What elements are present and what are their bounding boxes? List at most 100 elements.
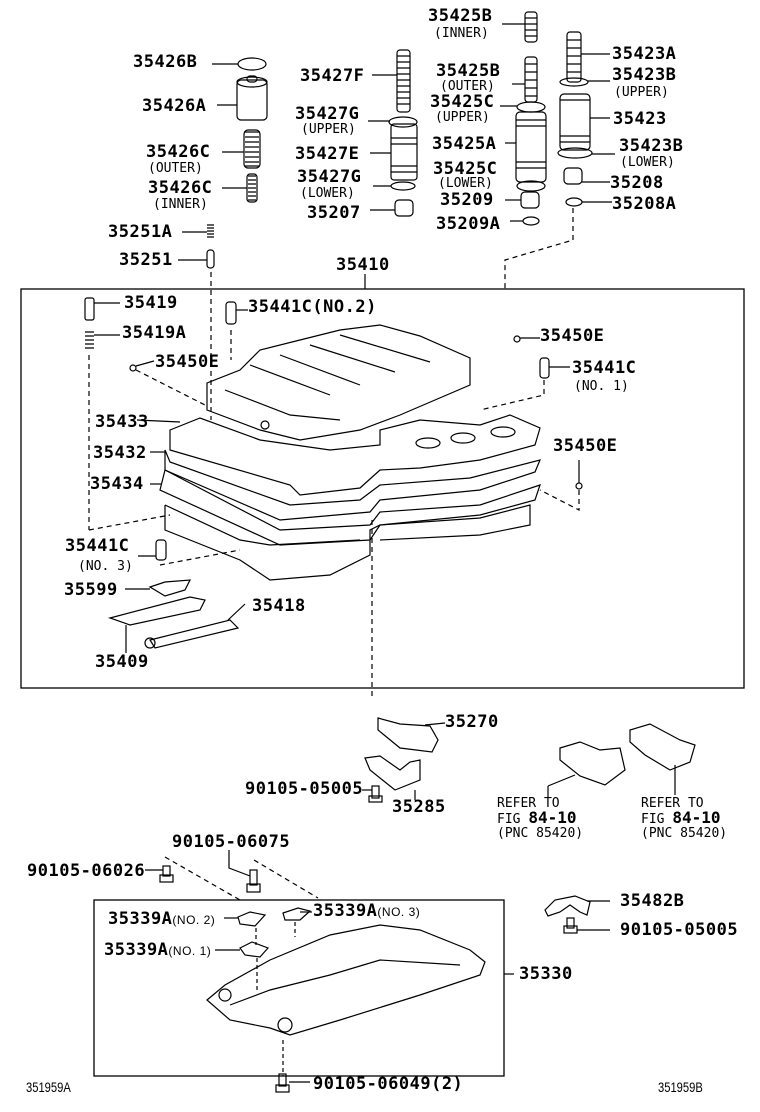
- part-label[interactable]: 35427F: [300, 66, 365, 86]
- part-label[interactable]: 35209A: [436, 214, 501, 234]
- part-label[interactable]: 35450E: [155, 352, 220, 372]
- part-label[interactable]: 35450E: [553, 436, 618, 456]
- part-number: 35339A: [313, 901, 378, 921]
- part-label[interactable]: 35425A: [432, 134, 497, 154]
- sleeve-35423-icon: [557, 31, 615, 159]
- plug-35208-icon: [504, 167, 612, 289]
- part-note: (UPPER): [614, 85, 669, 100]
- pin-35441c-no2-icon: [225, 301, 248, 360]
- piston-35426a-icon: [217, 75, 268, 121]
- part-label[interactable]: 35339A(NO. 2): [108, 910, 215, 929]
- reference-pnc: (PNC 85420): [641, 826, 728, 841]
- reference-line: REFER TO: [497, 796, 560, 811]
- part-label[interactable]: 35425C: [430, 92, 495, 112]
- part-number: 35339A: [104, 940, 169, 960]
- upper-valve-body-icon: [206, 324, 471, 441]
- part-note: (LOWER): [300, 186, 355, 201]
- bolt-90105-06026-icon: [145, 856, 241, 901]
- plate-35599-icon: [125, 579, 192, 597]
- part-label[interactable]: 35432: [93, 443, 147, 463]
- part-label[interactable]: 35419: [124, 293, 178, 313]
- part-note: (OUTER): [148, 161, 203, 176]
- part-label[interactable]: 35339A(NO. 1): [104, 941, 211, 960]
- part-label[interactable]: 35441C: [65, 536, 130, 556]
- part-label[interactable]: 35423A: [612, 44, 677, 64]
- part-label[interactable]: 35441C: [572, 358, 637, 378]
- clip-35482b-icon: [544, 895, 610, 917]
- oil-strainer-35330-icon: [206, 924, 486, 1076]
- plate-35339a-no2-icon: [224, 911, 267, 945]
- part-label[interactable]: 35433: [95, 412, 149, 432]
- part-label[interactable]: 35409: [95, 652, 149, 672]
- part-note: (NO. 3): [78, 559, 133, 574]
- ball-35450e-left-icon: [129, 360, 206, 406]
- part-label[interactable]: 35482B: [620, 891, 685, 911]
- part-note: (OUTER): [440, 79, 495, 94]
- part-label[interactable]: 35434: [90, 474, 144, 494]
- part-label[interactable]: 35339A(NO. 3): [313, 902, 420, 921]
- part-label[interactable]: 35423: [613, 109, 667, 129]
- figure-id-right: 351959B: [658, 1079, 703, 1095]
- part-label[interactable]: 35207: [307, 203, 361, 223]
- part-label[interactable]: 35251A: [108, 222, 173, 242]
- part-label[interactable]: 35423B: [612, 65, 677, 85]
- part-label[interactable]: 35426A: [142, 96, 207, 116]
- part-label[interactable]: 90105-06075: [172, 832, 291, 852]
- part-label[interactable]: 35450E: [540, 326, 605, 346]
- spring-outer-icon: [222, 129, 261, 169]
- part-note: (NO. 2): [172, 913, 216, 927]
- part-label[interactable]: 35427E: [295, 144, 360, 164]
- part-label[interactable]: 35418: [252, 596, 306, 616]
- part-label[interactable]: 35425C: [433, 159, 498, 179]
- bolt-35419-icon: [84, 297, 120, 321]
- part-label[interactable]: 35209: [440, 190, 494, 210]
- part-note: (LOWER): [438, 176, 493, 191]
- spring-35251a-icon: [182, 224, 214, 238]
- reference-line: REFER TO: [641, 796, 704, 811]
- part-label[interactable]: 35425B: [428, 6, 493, 26]
- part-label[interactable]: 90105-05005: [245, 779, 364, 799]
- part-label[interactable]: 35441C(NO.2): [248, 297, 377, 317]
- part-label[interactable]: 90105-06049(2): [313, 1074, 464, 1094]
- part-label[interactable]: 35285: [392, 797, 446, 817]
- part-label[interactable]: 90105-06026: [27, 861, 146, 881]
- part-label[interactable]: 35427G: [295, 104, 360, 124]
- part-note: (LOWER): [620, 155, 675, 170]
- sleeve-35427e-icon: [368, 116, 418, 191]
- part-label[interactable]: 35427G: [297, 167, 362, 187]
- part-label[interactable]: 35426C: [148, 178, 213, 198]
- part-number: 35339A: [108, 909, 173, 929]
- part-label[interactable]: 35208A: [612, 194, 677, 214]
- reference-fig-prefix: FIG: [641, 812, 665, 827]
- part-label[interactable]: 35599: [64, 580, 118, 600]
- part-label[interactable]: 35270: [445, 712, 499, 732]
- part-label[interactable]: 35330: [519, 964, 573, 984]
- solenoid-reference-left-icon: [547, 741, 626, 798]
- assembly-label[interactable]: 35410: [336, 255, 390, 275]
- pin-35441c-no3-icon: [138, 539, 241, 566]
- reference-fig-line: FIG 84-10: [641, 808, 727, 827]
- part-label[interactable]: 35251: [119, 250, 173, 270]
- part-label[interactable]: 35208: [610, 173, 664, 193]
- ball-35450e-upper-right-icon: [513, 335, 540, 343]
- spring-35419a-icon: [85, 331, 171, 531]
- sleeve-35425a-icon: [500, 56, 547, 192]
- reference-fig-line: FIG 84-10: [497, 810, 583, 827]
- part-label[interactable]: 35426B: [133, 52, 198, 72]
- plug-35207-icon: [370, 199, 414, 217]
- oil-pan-assembly-frame: [93, 899, 505, 1077]
- reference-note-right[interactable]: REFER TO FIG 84-10 (PNC 85420): [641, 797, 727, 841]
- part-label[interactable]: 35425B: [436, 61, 501, 81]
- part-label[interactable]: 35426C: [146, 142, 211, 162]
- manual-valve-35418-icon: [144, 603, 246, 649]
- part-note: (NO. 3): [377, 905, 421, 919]
- plug-35209-icon: [505, 191, 540, 226]
- reference-note-left[interactable]: REFER TO FIG 84-10 (PNC 85420): [497, 797, 583, 841]
- part-label[interactable]: 35419A: [122, 323, 187, 343]
- plate-35339a-no1-icon: [215, 941, 270, 990]
- reference-fig-number: 84-10: [672, 808, 721, 827]
- part-label[interactable]: 90105-05005: [620, 920, 739, 940]
- part-label[interactable]: 35423B: [619, 136, 684, 156]
- part-note: (INNER): [434, 26, 489, 41]
- part-note: (UPPER): [435, 110, 490, 125]
